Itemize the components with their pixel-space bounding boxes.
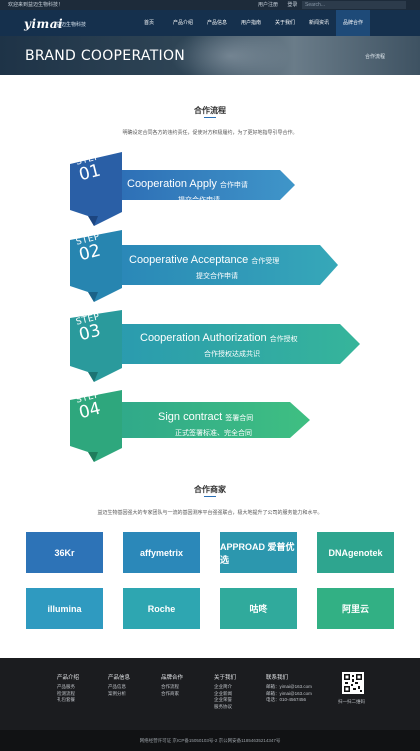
- register-link[interactable]: 用户注册: [258, 2, 279, 8]
- step-ribbon-4: [70, 390, 310, 462]
- nav-item-home[interactable]: 首页: [143, 20, 154, 26]
- footer-col-product-intro: 产品介绍 产品服务 检测流程 礼包套餐: [57, 675, 80, 702]
- footer-col-about: 关于我们 企业简介 企业新闻 企业荣誉 服务协议: [214, 675, 237, 709]
- step-ribbon-2: [70, 230, 338, 302]
- top-bar: 欢迎来到益迈生物科技！ 用户注册 登录 Search...: [0, 0, 420, 10]
- partner-36kr[interactable]: 36Kr: [26, 532, 103, 573]
- partner-codoon[interactable]: 咕咚: [220, 588, 297, 629]
- nav-item-product-info[interactable]: 产品信息: [206, 20, 227, 26]
- step-3-subtitle: 合作授权达成共识: [204, 351, 260, 358]
- banner-title: BRAND COOPERATION: [25, 48, 186, 64]
- site-footer: 产品介绍 产品服务 检测流程 礼包套餐 产品信息 产品信息 案例分析 品牌合作 …: [0, 658, 420, 730]
- main-nav: 首页 产品介绍 产品信息 用户指南 关于我们 新闻资讯 品牌合作: [132, 10, 370, 36]
- nav-item-brand-cooperation[interactable]: 品牌合作: [336, 10, 370, 36]
- partners-description: 益迈生物基因强大的专家团队与一流的基因测序平台强强联合，极大地提升了公司的服务能…: [97, 510, 323, 516]
- partner-roche[interactable]: Roche: [123, 588, 200, 629]
- top-links: 用户注册 登录: [258, 0, 305, 10]
- partner-affymetrix[interactable]: affymetrix: [123, 532, 200, 573]
- partners-title-underline: [204, 496, 216, 497]
- login-link[interactable]: 登录: [287, 2, 298, 8]
- main-header: yimai 益迈生物科技 首页 产品介绍 产品信息 用户指南 关于我们 新闻资讯…: [0, 10, 420, 36]
- search-input[interactable]: Search...: [302, 1, 406, 9]
- process-title-underline: [204, 117, 216, 118]
- partner-grid: 36Kr affymetrix APPROAD 爱普优选 DNAgenotek …: [26, 532, 394, 629]
- partner-dnagenotek[interactable]: DNAgenotek: [317, 532, 394, 573]
- process-title: 合作流程: [194, 106, 226, 115]
- copyright-bar: 网络经营许可证 京ICP备15050103号-2 京公网安备1185463521…: [0, 730, 420, 751]
- qr-caption: 扫一扫二维码: [338, 699, 365, 704]
- step-2-subtitle: 提交合作申请: [196, 273, 238, 280]
- nav-item-user-guide[interactable]: 用户指南: [240, 20, 261, 26]
- page-banner: BRAND COOPERATION 合作流程: [0, 36, 420, 75]
- site-logo-subtitle: 益迈生物科技: [56, 22, 87, 28]
- footer-col-product-info: 产品信息 产品信息 案例分析: [108, 675, 131, 696]
- nav-item-about[interactable]: 关于我们: [274, 20, 295, 26]
- partner-approad[interactable]: APPROAD 爱普优选: [220, 532, 297, 573]
- welcome-text: 欢迎来到益迈生物科技！: [8, 2, 64, 8]
- nav-item-product-intro[interactable]: 产品介绍: [172, 20, 193, 26]
- footer-col-contact: 联系我们 邮箱：yimai@163.com 邮箱：yimai@163.com 电…: [266, 675, 312, 702]
- step-4-subtitle: 正式签署标准、完全合同: [175, 430, 252, 437]
- qr-code-icon: [342, 672, 364, 694]
- site-logo[interactable]: yimai: [24, 17, 64, 31]
- step-ribbon-3: [70, 310, 360, 382]
- process-description: 明确设定合同各方的违约责任，促使对方积极履约，为了更好地指导引导合作。: [122, 130, 298, 136]
- partner-illumina[interactable]: illumina: [26, 588, 103, 629]
- footer-col-brand: 品牌合作 合作流程 合作商家: [161, 675, 184, 696]
- nav-item-news[interactable]: 新闻资讯: [308, 20, 329, 26]
- breadcrumb[interactable]: 合作流程: [364, 54, 385, 60]
- partners-title: 合作商家: [194, 485, 226, 494]
- banner-handshake-image: [170, 36, 290, 75]
- step-ribbon-1: [70, 152, 295, 226]
- step-1-subtitle: 提交合作申请: [178, 197, 220, 204]
- partner-aliyun[interactable]: 阿里云: [317, 588, 394, 629]
